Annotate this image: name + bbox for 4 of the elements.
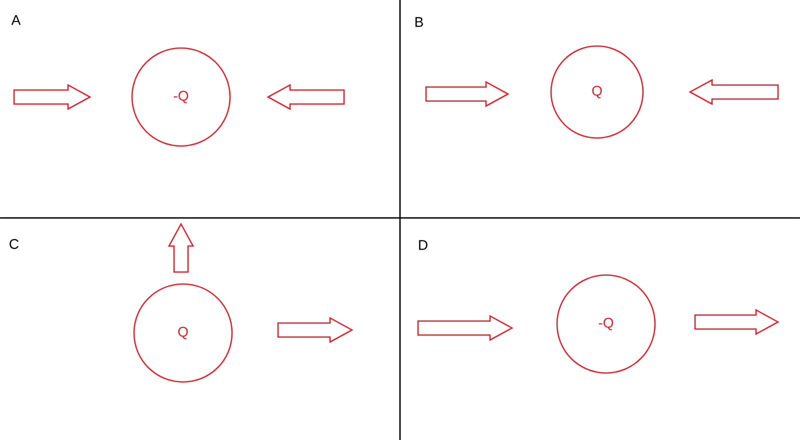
panel-label: B: [415, 17, 423, 27]
panel-label: D: [419, 240, 428, 250]
panel-label: A: [11, 15, 21, 25]
panel-label: C: [10, 239, 19, 249]
